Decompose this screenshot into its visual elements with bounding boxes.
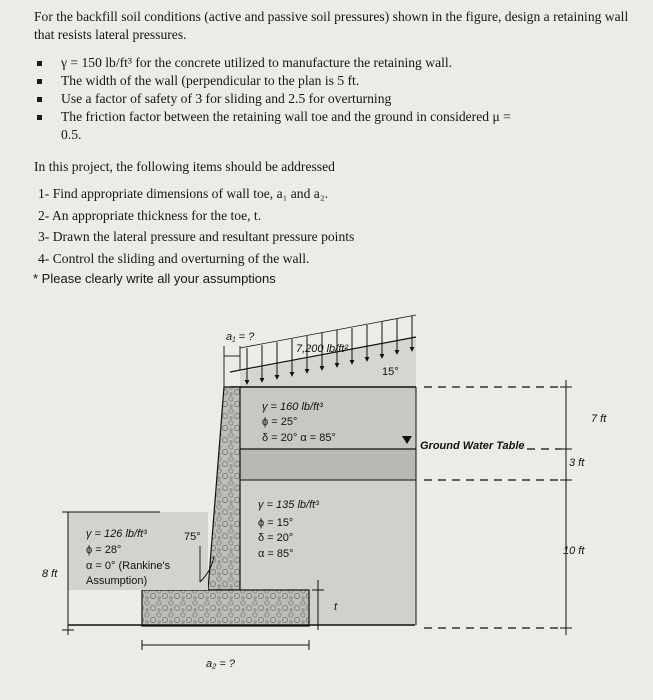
bullet-icon: [37, 97, 42, 102]
project-intro: In this project, the following items sho…: [34, 159, 335, 174]
water-table-band: [240, 449, 416, 480]
passive-soil-alpha: α = 0° (Rankine's: [86, 560, 171, 572]
requirement-list: γ = 150 lb/ft³ for the concrete utilized…: [34, 54, 634, 144]
requirement-item: The friction factor between the retainin…: [34, 108, 634, 126]
requirement-item: Use a factor of safety of 3 for sliding …: [34, 90, 634, 108]
passive-soil-phi: ϕ = 28°: [86, 544, 121, 556]
upper-soil-delta-alpha: δ = 20° α = 85°: [262, 432, 336, 444]
slope-angle-label: 15°: [382, 366, 399, 378]
lower-soil-alpha: α = 85°: [258, 548, 294, 560]
requirement-item: γ = 150 lb/ft³ for the concrete utilized…: [34, 54, 634, 72]
bullet-icon: [37, 79, 42, 84]
passive-soil-alpha-cont: Assumption): [86, 575, 147, 587]
dim-3ft-label: 3 ft: [569, 457, 585, 469]
surcharge-arrows: [244, 316, 415, 385]
water-table-triangle-icon: [402, 436, 412, 444]
dim-7ft-label: 7 ft: [591, 413, 607, 425]
gwt-label: Ground Water Table: [420, 440, 525, 452]
retaining-wall-stem: [207, 386, 241, 591]
wall-angle-label: 75°: [184, 531, 201, 543]
a2-label: a₂ = ?: [206, 658, 236, 670]
task-item: 4- Control the sliding and overturning o…: [38, 250, 310, 266]
backfill-surface: [240, 337, 416, 387]
surcharge-label: 7,200 lb/ft²: [296, 343, 348, 355]
problem-intro: For the backfill soil conditions (active…: [34, 9, 629, 42]
task-item: 2- An appropriate thickness for the toe,…: [38, 207, 262, 223]
passive-soil-gamma: γ = 126 lb/ft³: [86, 528, 147, 540]
lower-soil-phi: ϕ = 15°: [258, 517, 293, 529]
bullet-icon: [37, 61, 42, 66]
lower-soil-gamma: γ = 135 lb/ft³: [258, 499, 319, 511]
requirement-item: The width of the wall (perpendicular to …: [34, 72, 634, 90]
dim-8ft-label: 8 ft: [42, 568, 58, 580]
requirement-item-continuation: 0.5.: [61, 127, 82, 142]
upper-soil-gamma: γ = 160 lb/ft³: [262, 401, 323, 413]
bullet-icon: [37, 115, 42, 120]
task-item: 1- Find appropriate dimensions of wall t…: [38, 186, 328, 201]
retaining-wall-footing: [141, 589, 310, 627]
lower-soil-delta: δ = 20°: [258, 532, 293, 544]
dim-10ft-label: 10 ft: [563, 545, 585, 557]
task-item: 3- Drawn the lateral pressure and result…: [38, 229, 355, 244]
t-label: t: [334, 601, 338, 613]
passive-soil-region: [68, 512, 208, 590]
upper-soil-phi: ϕ = 25°: [262, 416, 297, 428]
task-list: 1- Find appropriate dimensions of wall t…: [38, 183, 354, 269]
a1-label: a₁ = ?: [226, 331, 255, 343]
upper-soil-layer: [240, 387, 416, 449]
assumption-note: * Please clearly write all your assumpti…: [33, 271, 276, 286]
